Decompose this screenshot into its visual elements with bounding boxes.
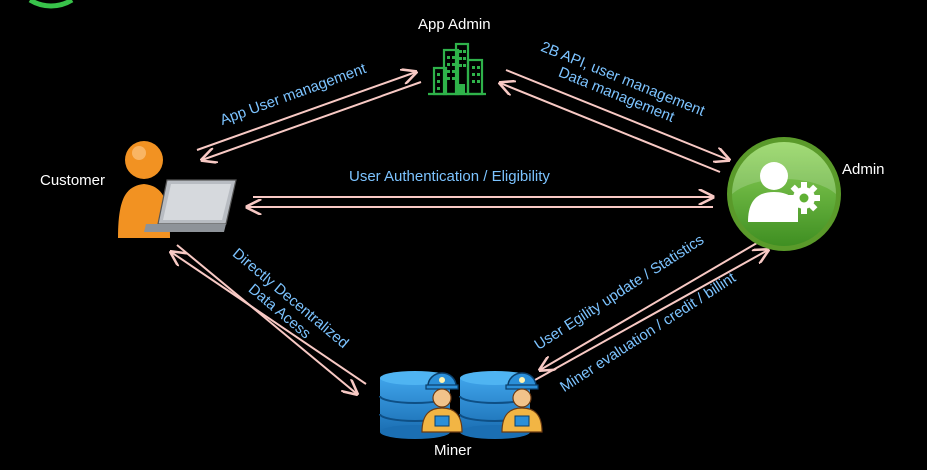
customer-label: Customer [40,172,106,189]
edge-label-user-authentication: User Authentication / Eligibility [349,168,550,185]
building-icon [428,42,486,96]
corner-circle-icon [28,0,74,9]
arrow-customer-to-miner [176,244,357,394]
arrow-miner-to-admin [534,250,768,381]
arrow-miner-to-customer [171,252,367,385]
app-admin-label: App Admin [418,16,491,33]
admin-label: Admin [842,161,885,178]
arrow-app-admin-to-customer [202,81,422,160]
miner-label: Miner [434,442,472,459]
arrow-admin-to-app-admin [500,83,721,173]
user-laptop-icon [118,141,237,238]
admin-gear-icon [727,137,841,251]
arrow-admin-to-miner [540,239,763,370]
arrow-app-admin-to-admin [505,69,729,160]
miner-database-icon [379,371,543,439]
arrow-customer-to-app-admin [196,72,416,151]
